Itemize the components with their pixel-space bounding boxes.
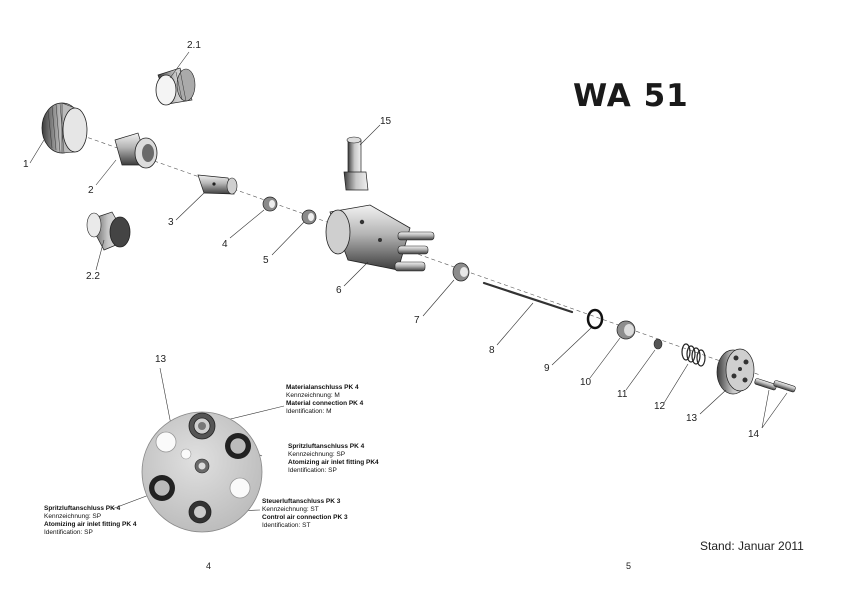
- label-control-air: Steuerluftanschluss PK 3 Kennzeichnung: …: [262, 498, 348, 530]
- label-material-connection: Materialanschluss PK 4 Kennzeichnung: M …: [286, 384, 363, 416]
- part-1-threaded-ring: [41, 102, 88, 154]
- part-number-13-detail: 13: [155, 354, 167, 365]
- label-spray-air-right: Spritzluftanschluss PK 4 Kennzeichnung: …: [288, 443, 379, 475]
- part-12-spring: [681, 343, 706, 367]
- label-spray-left-de-id: Kennzeichnung: SP: [44, 513, 102, 520]
- part-number-7: 7: [414, 315, 420, 326]
- part-13-disc: [716, 348, 755, 395]
- part-number-2: 2: [88, 185, 94, 196]
- part-9-o-ring: [586, 308, 604, 330]
- page-number-right: 5: [626, 561, 632, 571]
- part-15-fitting: [343, 136, 369, 191]
- part-number-3: 3: [168, 217, 174, 228]
- label-control-en: Control air connection PK 3: [262, 514, 348, 521]
- part-3-nozzle: [197, 174, 238, 195]
- label-spray-air-left: Spritzluftanschluss PK 4 Kennzeichnung: …: [44, 505, 136, 537]
- revision-date: Stand: Januar 2011: [700, 539, 804, 553]
- part-4-seal: [262, 196, 278, 212]
- part-8-needle: [482, 281, 574, 314]
- part-number-8: 8: [489, 345, 495, 356]
- label-spray-left-en-id: Identification: SP: [44, 529, 93, 536]
- part-6-main-body: [325, 204, 435, 272]
- part-10-guide: [616, 320, 636, 340]
- part-number-14: 14: [748, 429, 760, 440]
- part-number-5: 5: [263, 255, 269, 266]
- label-spray-right-de: Spritzluftanschluss PK 4: [288, 443, 365, 450]
- label-spray-right-de-id: Kennzeichnung: SP: [288, 451, 346, 458]
- part-number-11: 11: [617, 389, 628, 400]
- part-2-cap: [114, 132, 158, 169]
- label-spray-right-en: Atomizing air inlet fitting PK4: [288, 459, 379, 466]
- label-spray-left-en: Atomizing air inlet fitting PK 4: [44, 521, 137, 528]
- label-material-en: Material connection PK 4: [286, 400, 364, 407]
- part-number-2-1: 2.1: [187, 40, 201, 51]
- label-control-en-id: Identification: ST: [262, 522, 311, 529]
- label-spray-left-de: Spritzluftanschluss PK 4: [44, 505, 121, 512]
- part-11-small-seal: [653, 338, 663, 350]
- label-material-de-id: Kennzeichnung: M: [286, 392, 340, 399]
- label-control-de: Steuerluftanschluss PK 3: [262, 498, 341, 505]
- leader-lines: [29, 51, 788, 513]
- part-number-12: 12: [654, 401, 666, 412]
- assembly-axis: [74, 132, 761, 376]
- part-7-nut: [452, 262, 470, 282]
- detail-disc-13: [141, 411, 263, 533]
- part-number-2-2: 2.2: [86, 271, 100, 282]
- part-number-9: 9: [544, 363, 550, 374]
- part-number-13: 13: [686, 413, 698, 424]
- part-2-2-sleeve: [86, 211, 131, 251]
- part-number-6: 6: [336, 285, 342, 296]
- part-number-10: 10: [580, 377, 592, 388]
- part-2-1-nut: [155, 67, 196, 106]
- part-number-4: 4: [222, 239, 228, 250]
- label-material-en-id: Identification: M: [286, 408, 332, 415]
- drawing-title: WA 51: [573, 78, 689, 114]
- part-5-seal: [301, 209, 317, 225]
- part-number-15: 15: [380, 116, 392, 127]
- part-14-screws: [754, 378, 796, 393]
- page-number-left: 4: [206, 561, 212, 571]
- label-control-de-id: Kennzeichnung: ST: [262, 506, 319, 513]
- part-number-1: 1: [23, 159, 29, 170]
- label-spray-right-en-id: Identification: SP: [288, 467, 337, 474]
- label-material-de: Materialanschluss PK 4: [286, 384, 359, 391]
